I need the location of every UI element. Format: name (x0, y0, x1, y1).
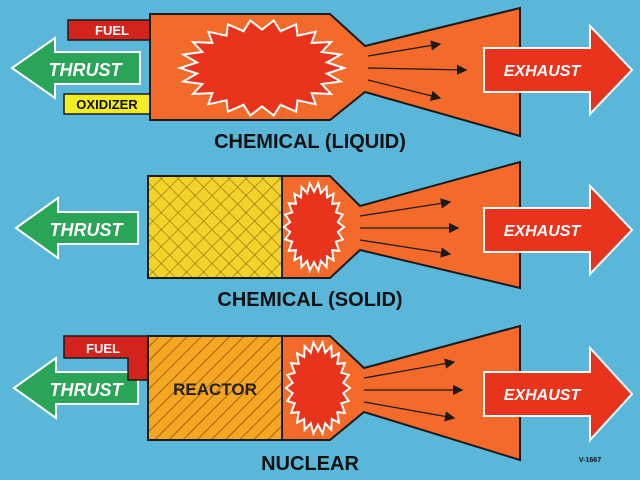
solid-propellant-grain (147, 175, 283, 279)
exhaust-flow-lines (363, 358, 464, 422)
exhaust-arrow: EXHAUST (483, 183, 634, 277)
thrust-label: THRUST (50, 380, 125, 400)
engine-caption: CHEMICAL (SOLID) (217, 289, 402, 311)
combustion-chamber-and-nozzle (281, 324, 521, 462)
engine-caption: NUCLEAR (261, 453, 359, 475)
exhaust-label: EXHAUST (504, 387, 582, 404)
exhaust-flow-lines (367, 40, 468, 101)
combustion-flame (284, 339, 352, 437)
combustion-flame (176, 19, 348, 117)
combustion-flame (282, 180, 346, 274)
reactor-core (147, 335, 283, 441)
thrust-arrow: THRUST (12, 356, 139, 420)
engine-solid: THRUST EXHAUST CHEMICAL (SOLID) (14, 160, 634, 311)
figure-id: V-1667 (579, 457, 601, 464)
oxidizer-input: OXIDIZER (63, 93, 151, 115)
engine-caption: CHEMICAL (LIQUID) (214, 131, 406, 153)
engine-nuclear: THRUST FUEL REACTOR EXHAUST NUCLEAR (12, 324, 634, 475)
exhaust-arrow: EXHAUST (483, 345, 634, 443)
fuel-label: FUEL (95, 23, 129, 38)
combustion-chamber-and-nozzle (281, 160, 521, 290)
thrust-arrow: THRUST (14, 196, 139, 260)
fuel-input: FUEL (67, 19, 151, 41)
oxidizer-label: OXIDIZER (76, 97, 138, 112)
reactor-label: REACTOR (173, 380, 257, 399)
thrust-label: THRUST (49, 60, 124, 80)
exhaust-label: EXHAUST (504, 63, 582, 80)
engine-liquid: THRUST FUEL OXIDIZER EXHAUST CHEMICAL (L… (10, 6, 634, 153)
exhaust-arrow: EXHAUST (483, 23, 634, 117)
thrust-arrow: THRUST (10, 36, 141, 100)
fuel-label: FUEL (86, 341, 120, 356)
exhaust-label: EXHAUST (504, 223, 582, 240)
exhaust-flow-lines (359, 198, 460, 258)
thrust-label: THRUST (50, 220, 125, 240)
